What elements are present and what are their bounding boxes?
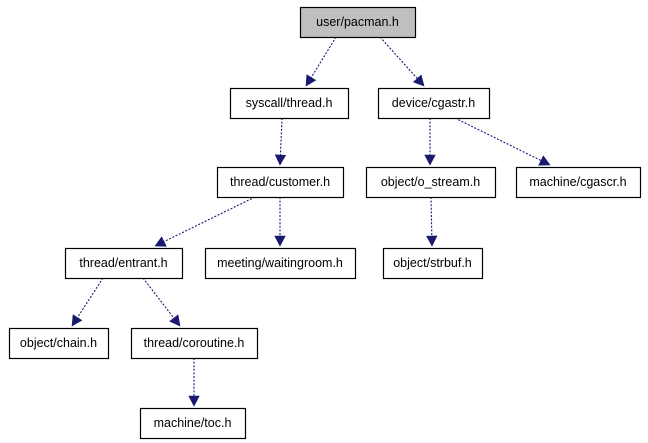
- graph-edge: [274, 197, 286, 247]
- node-box[interactable]: [204, 247, 357, 280]
- graph-node-object_strbuf[interactable]: object/strbuf.h: [382, 247, 484, 280]
- node-label: meeting/waitingroom.h: [217, 256, 343, 270]
- edge-arrowhead-icon: [538, 155, 551, 166]
- graph-edge: [142, 277, 181, 327]
- edge-arrowhead-icon: [274, 154, 287, 166]
- edge-arrowhead-icon: [188, 395, 200, 407]
- node-label: object/strbuf.h: [393, 256, 472, 270]
- node-box[interactable]: [8, 327, 110, 360]
- node-box[interactable]: [382, 247, 484, 280]
- node-label: thread/coroutine.h: [144, 336, 245, 350]
- node-label: device/cgastr.h: [392, 96, 475, 110]
- graph-node-object_chain[interactable]: object/chain.h: [8, 327, 110, 360]
- edge-line: [279, 117, 283, 156]
- graph-edge: [154, 196, 256, 247]
- graph-node-thread_customer[interactable]: thread/customer.h: [216, 166, 345, 199]
- edge-line: [142, 277, 175, 319]
- graph-node-machine_toc[interactable]: machine/toc.h: [139, 407, 247, 440]
- graph-edge: [71, 277, 104, 327]
- edge-line: [163, 196, 256, 243]
- edge-line: [454, 117, 542, 162]
- node-box[interactable]: [130, 327, 259, 360]
- graph-edge: [424, 118, 436, 166]
- graph-edge: [379, 36, 425, 87]
- node-label: object/o_stream.h: [381, 175, 480, 189]
- node-box[interactable]: [64, 247, 184, 280]
- graph-node-thread_entrant[interactable]: thread/entrant.h: [64, 247, 184, 280]
- edges-layer: [71, 36, 551, 407]
- node-label: user/pacman.h: [316, 15, 399, 29]
- edge-line: [379, 36, 418, 79]
- graph-node-pacman[interactable]: user/pacman.h: [299, 6, 417, 39]
- node-box[interactable]: [515, 166, 642, 199]
- graph-node-syscall_thread[interactable]: syscall/thread.h: [229, 87, 350, 120]
- graph-edge: [426, 196, 438, 247]
- edge-arrowhead-icon: [424, 154, 436, 166]
- node-label: object/chain.h: [20, 336, 97, 350]
- node-box[interactable]: [139, 407, 247, 440]
- node-label: syscall/thread.h: [246, 96, 333, 110]
- edge-arrowhead-icon: [426, 235, 438, 247]
- edge-line: [430, 196, 433, 237]
- graph-node-meeting_waitingroom[interactable]: meeting/waitingroom.h: [204, 247, 357, 280]
- graph-edge: [188, 358, 200, 407]
- graph-node-device_cgastr[interactable]: device/cgastr.h: [377, 87, 491, 120]
- graph-node-thread_coroutine[interactable]: thread/coroutine.h: [130, 327, 259, 360]
- edge-arrowhead-icon: [274, 235, 286, 247]
- edge-line: [76, 277, 104, 318]
- edge-arrowhead-icon: [154, 236, 167, 247]
- graph-edge: [274, 117, 287, 166]
- edge-arrowhead-icon: [412, 74, 425, 87]
- graph-edge: [454, 117, 551, 166]
- node-box[interactable]: [299, 6, 417, 39]
- edge-arrowhead-icon: [169, 314, 181, 327]
- edge-line: [310, 36, 337, 78]
- node-box[interactable]: [216, 166, 345, 199]
- nodes-layer: user/pacman.h syscall/thread.h device/cgas…: [8, 6, 642, 440]
- graph-edge: [305, 36, 337, 87]
- node-box[interactable]: [377, 87, 491, 120]
- node-label: thread/customer.h: [230, 175, 330, 189]
- node-box[interactable]: [229, 87, 350, 120]
- edge-arrowhead-icon: [71, 314, 83, 327]
- node-label: thread/entrant.h: [79, 256, 167, 270]
- node-label: machine/cgascr.h: [529, 175, 626, 189]
- edge-arrowhead-icon: [305, 74, 317, 87]
- node-box[interactable]: [365, 166, 497, 199]
- graph-node-machine_cgascr[interactable]: machine/cgascr.h: [515, 166, 642, 199]
- node-label: machine/toc.h: [154, 416, 232, 430]
- graph-node-object_o_stream[interactable]: object/o_stream.h: [365, 166, 497, 199]
